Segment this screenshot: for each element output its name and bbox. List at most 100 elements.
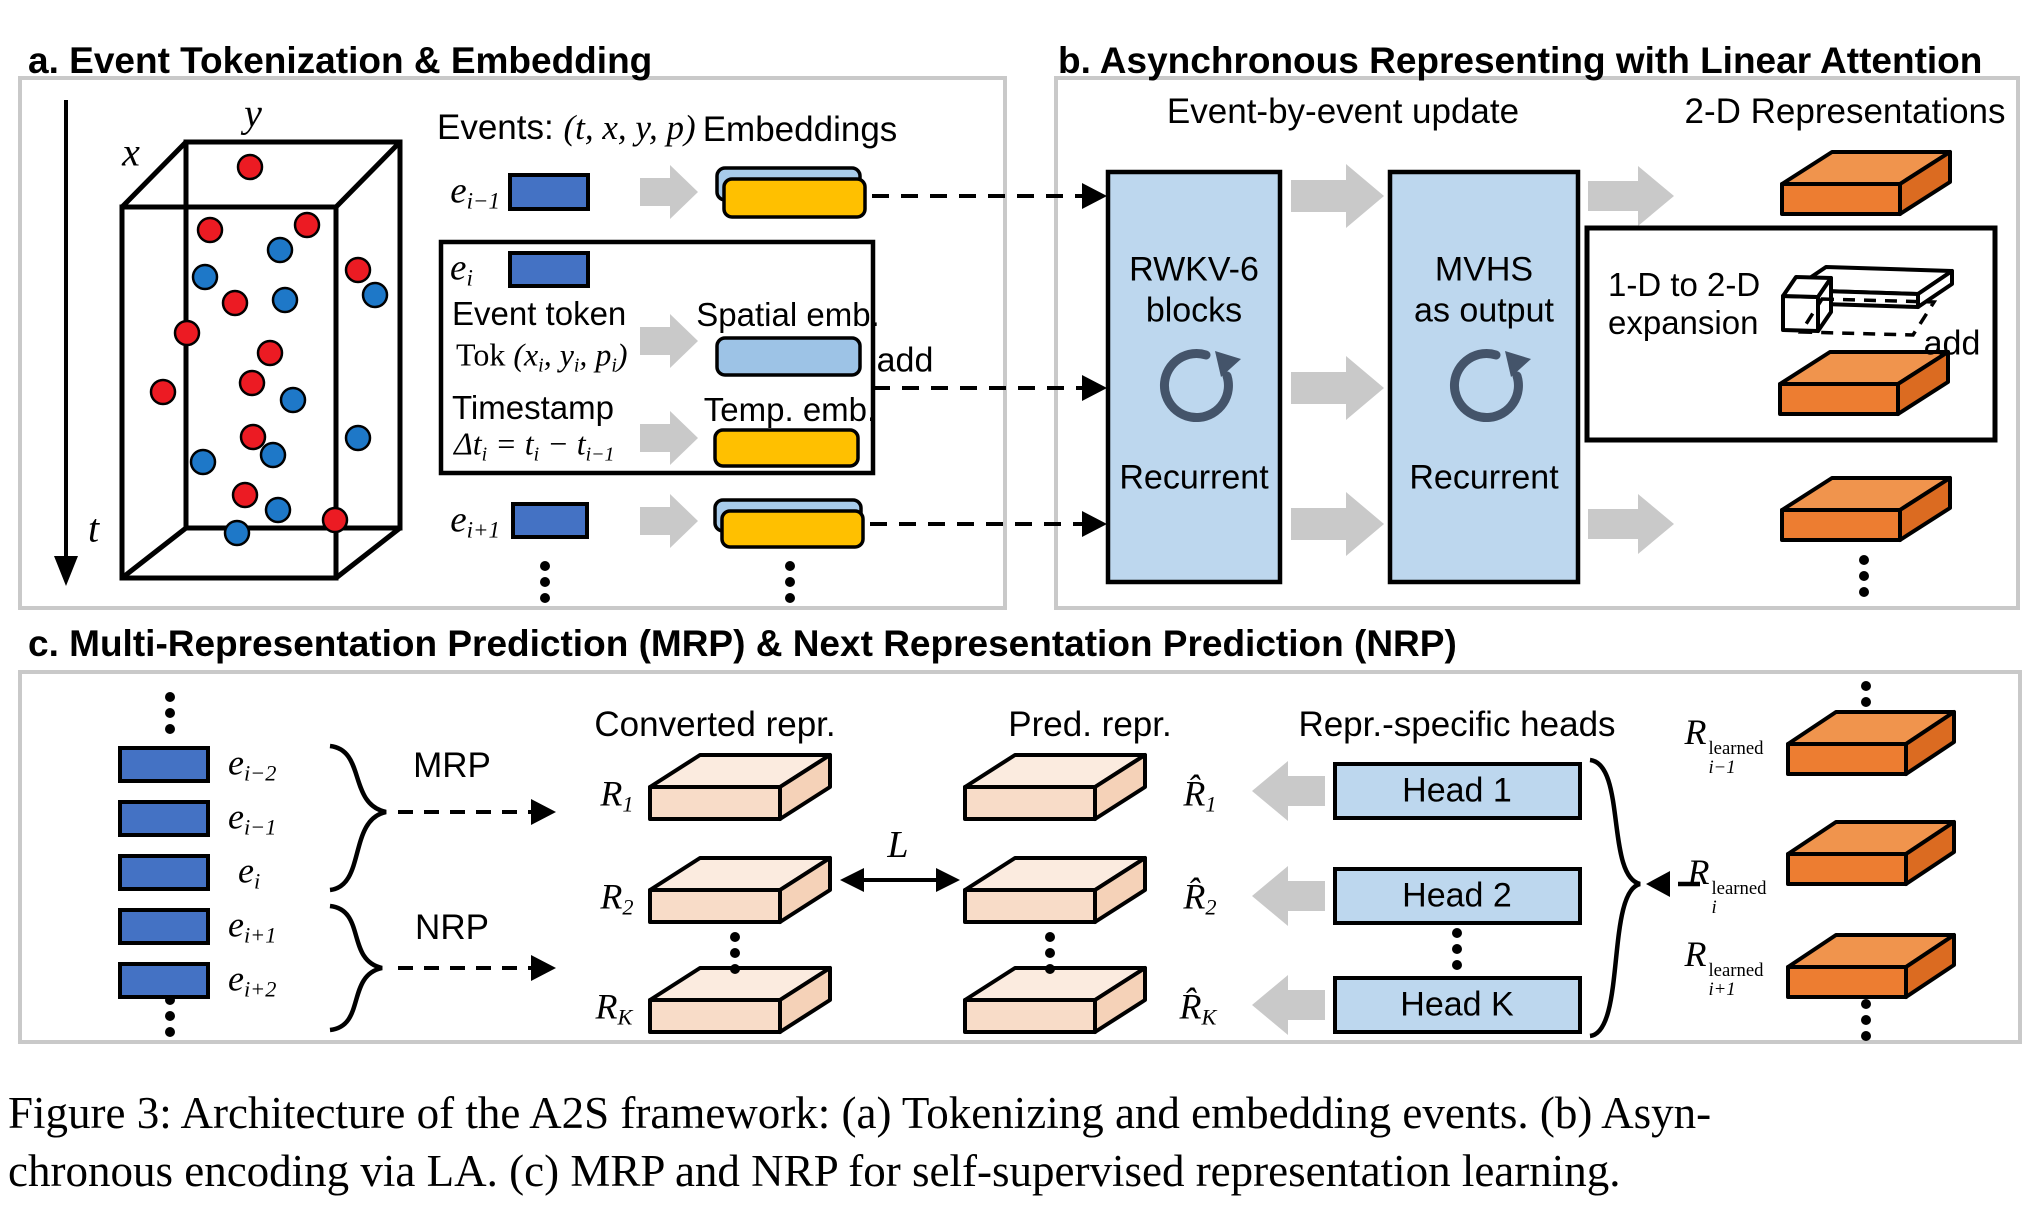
ellipsis-panel-c-left-top	[165, 692, 175, 734]
temporal-emb-label: Temp. emb.	[703, 391, 877, 428]
event-label-cur: ei	[450, 247, 473, 291]
ellipsis-pred	[1045, 932, 1055, 974]
dashed-connectors	[870, 194, 1084, 526]
ellipsis-panel-a	[540, 561, 795, 603]
embeddings-header: Embeddings	[702, 110, 898, 149]
mvhs-line2: as output	[1414, 291, 1554, 330]
mrp-label: MRP	[413, 746, 491, 785]
event-label-next: ei+1	[450, 499, 500, 543]
wireframe-1d-row	[1781, 265, 1954, 333]
rwkv-line1: RWKV-6	[1129, 250, 1259, 289]
caption-line-1: Figure 3: Architecture of the A2S framew…	[8, 1088, 1712, 1138]
event-label-im1: ei−1	[228, 796, 277, 840]
event-label-prev: ei−1	[450, 170, 500, 214]
loss-label: L	[887, 824, 909, 866]
mrp-nrp-arrowheads	[531, 799, 556, 981]
time-axis-arrow	[54, 100, 78, 586]
head-k-box	[1333, 976, 1582, 1034]
repr-slab-orange	[1780, 476, 1952, 542]
event-token-rect-prev	[508, 173, 590, 211]
tok-formula: Tok (xi, yi, pi)	[456, 336, 628, 377]
r1-label: R1	[600, 773, 634, 817]
pred-repr-slabs	[963, 753, 1147, 1034]
event-dot-red	[231, 481, 259, 509]
event-dot-blue	[344, 424, 372, 452]
converted-repr-slabs	[648, 753, 832, 1034]
event-label-i: ei	[238, 850, 261, 894]
head-2-box	[1333, 867, 1582, 925]
flow-arrow	[640, 165, 698, 219]
pred-repr-header: Pred. repr.	[1008, 705, 1172, 744]
flow-arrow	[640, 411, 698, 465]
add-label-b: add	[1923, 324, 1981, 363]
event-dot-red	[196, 216, 224, 244]
mvhs-output-box	[1387, 169, 1581, 585]
event-dot-red	[221, 289, 249, 317]
r2-label: R2	[600, 876, 634, 920]
event-cuboid	[119, 139, 403, 581]
panel-b-title: b. Asynchronous Representing with Linear…	[1058, 40, 1983, 81]
event-dot-blue	[271, 286, 299, 314]
recurrent-cycle-icon	[1159, 349, 1241, 423]
expansion-line1: 1-D to 2-D	[1608, 266, 1761, 303]
event-dot-blue	[279, 386, 307, 414]
tokenization-box	[438, 239, 876, 476]
event-dot-blue	[361, 281, 389, 309]
event-dot-blue	[223, 519, 251, 547]
event-dot-blue	[264, 496, 292, 524]
repr-slab-orange	[1778, 350, 1950, 416]
event-dot-red	[236, 153, 264, 181]
event-label-im2: ei−2	[228, 742, 277, 786]
event-dot-red	[256, 339, 284, 367]
event-label-ip1: ei+1	[228, 904, 277, 948]
timestamp-formula: Δti = ti − ti−1	[454, 425, 615, 466]
event-label-ip2: ei+2	[228, 958, 277, 1002]
events-header: Events: (t, x, y, p)	[437, 108, 696, 147]
head-1-label: Head 1	[1402, 771, 1512, 810]
axis-label-t: t	[88, 505, 100, 551]
event-token-column	[118, 746, 210, 999]
rhat1-label: R̂1	[1183, 773, 1217, 817]
wireframe-2d-projection	[1797, 297, 1938, 337]
mrp-nrp-dashed-arrows	[398, 810, 532, 970]
temporal-emb-chip	[713, 428, 860, 468]
expansion-line2: expansion	[1608, 304, 1759, 341]
event-dot-red	[173, 319, 201, 347]
nrp-label: NRP	[415, 908, 489, 947]
recurrent-cycle-icon	[1449, 349, 1531, 423]
event-dot-blue	[189, 448, 217, 476]
ellipsis-learned-bottom	[1861, 999, 1871, 1041]
event-dot-red	[293, 211, 321, 239]
nrp-brace	[329, 903, 383, 1033]
event-dot-red	[238, 369, 266, 397]
learned-repr-slabs	[1786, 710, 1956, 999]
head-k-label: Head K	[1400, 985, 1514, 1024]
mvhs-recurrent: Recurrent	[1409, 458, 1559, 497]
event-dot-blue	[266, 236, 294, 264]
event-token-rect-cur	[508, 251, 590, 288]
2d-repr-header: 2-D Representations	[1684, 92, 2006, 131]
add-label-a: add	[876, 341, 934, 380]
expansion-box	[1584, 225, 1998, 443]
flow-arrow	[640, 494, 698, 548]
event-dots	[149, 153, 389, 547]
event-dot-red	[321, 506, 349, 534]
rwkv-line2: blocks	[1145, 291, 1243, 330]
converted-repr-header: Converted repr.	[594, 705, 836, 744]
spatial-emb-chip	[715, 336, 862, 377]
rhatk-label: R̂K	[1179, 986, 1217, 1030]
rhat2-label: R̂2	[1183, 876, 1217, 920]
timestamp-label: Timestamp	[452, 389, 614, 426]
axis-label-y: y	[244, 90, 262, 136]
event-token-rect-next	[511, 502, 589, 539]
dashed-connector-arrowheads	[1082, 183, 1107, 537]
ellipsis-panel-c-left-bottom	[165, 995, 175, 1037]
head-output-arrows	[1252, 761, 1325, 1035]
mvhs-line1: MVHS	[1434, 250, 1534, 289]
temporal-emb-chip-prev	[722, 177, 867, 219]
event-dot-red	[344, 256, 372, 284]
ellipsis-panel-b	[1859, 555, 1869, 597]
